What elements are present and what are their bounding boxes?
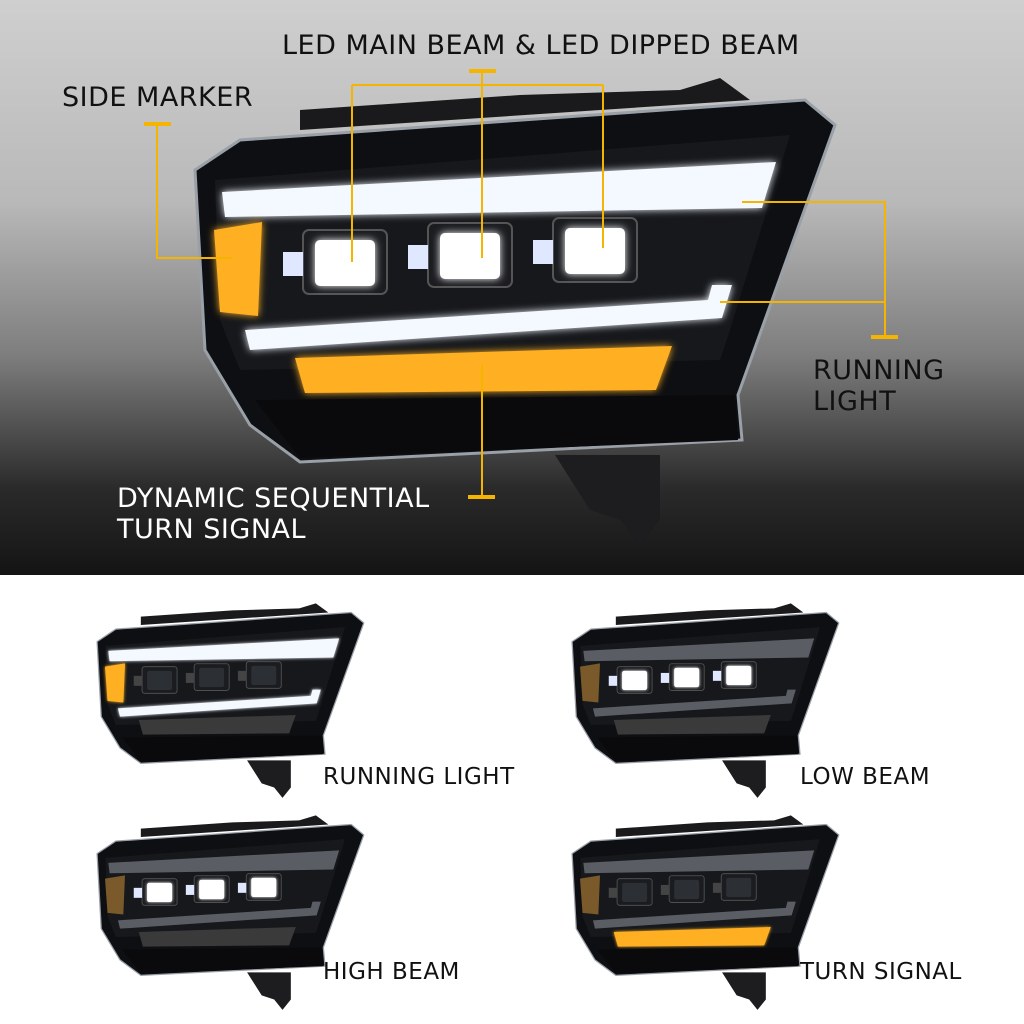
drl-lower-bar — [117, 901, 321, 929]
headlight-svg — [571, 603, 840, 798]
top-brackets — [615, 603, 804, 625]
lower-housing — [255, 395, 738, 458]
drl-upper-bar — [108, 638, 340, 662]
drl-upper-bar — [108, 850, 340, 874]
top-brackets — [300, 78, 750, 130]
running-light-leader — [720, 201, 886, 336]
mounting-bracket — [247, 972, 291, 1010]
headlight-svg — [193, 78, 837, 545]
drl-upper-bar — [583, 850, 815, 874]
running-light-line1: RUNNING — [813, 355, 945, 386]
drl-lower-bar — [245, 285, 732, 350]
projector-3 — [237, 661, 282, 689]
main-beam-leader — [351, 72, 604, 262]
headlight-svg — [96, 815, 365, 1010]
side-marker — [214, 222, 262, 316]
projector-1 — [283, 229, 388, 295]
side-marker — [580, 663, 600, 703]
projector-1 — [133, 878, 178, 906]
mode-label-low-beam: LOW BEAM — [800, 764, 931, 790]
turn-signal-line1: DYNAMIC SEQUENTIAL — [117, 483, 430, 514]
top-brackets — [140, 603, 329, 625]
projector-3 — [712, 661, 757, 689]
mode-label-turn-signal: TURN SIGNAL — [800, 959, 962, 985]
projector-1 — [608, 878, 653, 906]
projector-2 — [660, 875, 705, 903]
drl-lower-bar — [592, 901, 796, 929]
lower-housing — [122, 947, 324, 974]
side-marker — [580, 875, 600, 915]
drl-lower-bar — [592, 689, 796, 717]
thumb-high-beam — [95, 812, 370, 1012]
projector-1 — [608, 666, 653, 694]
mounting-bracket — [247, 760, 291, 798]
projector-3 — [712, 873, 757, 901]
running-light-line2: LIGHT — [813, 386, 897, 417]
turn-signal-strip — [613, 927, 771, 947]
projector-2 — [408, 222, 513, 288]
mounting-bracket — [555, 455, 660, 545]
turn-signal-strip — [295, 346, 672, 393]
drl-lower-bar — [117, 689, 321, 717]
drl-upper-bar — [583, 638, 815, 662]
projector-1 — [133, 666, 178, 694]
mode-label-high-beam: HIGH BEAM — [323, 959, 460, 985]
headlight-svg — [571, 815, 840, 1010]
thumb-low-beam — [570, 600, 845, 800]
projector-3 — [533, 217, 638, 283]
side-marker-leader — [156, 124, 232, 259]
turn-signal-strip — [138, 715, 296, 735]
mounting-bracket — [722, 760, 766, 798]
main-headlight-image — [190, 70, 850, 550]
top-brackets — [615, 815, 804, 837]
turn-signal-strip — [138, 927, 296, 947]
headlight-svg — [96, 603, 365, 798]
turn-signal-strip — [613, 715, 771, 735]
thumb-running-light — [95, 600, 370, 800]
leader-lines — [144, 69, 898, 499]
thumb-turn-signal — [570, 812, 845, 1012]
top-brackets — [140, 815, 329, 837]
projector-2 — [185, 875, 230, 903]
turn-signal-label: DYNAMIC SEQUENTIAL TURN SIGNAL — [117, 483, 430, 545]
mounting-bracket — [722, 972, 766, 1010]
running-light-label: RUNNING LIGHT — [813, 355, 945, 417]
side-marker-label: SIDE MARKER — [62, 82, 254, 113]
main-beam-label: LED MAIN BEAM & LED DIPPED BEAM — [282, 30, 800, 61]
mode-label-running-light: RUNNING LIGHT — [323, 764, 515, 790]
side-marker — [105, 875, 125, 915]
projector-3 — [237, 873, 282, 901]
projector-2 — [660, 663, 705, 691]
projector-2 — [185, 663, 230, 691]
drl-upper-bar — [222, 162, 776, 217]
lower-housing — [597, 735, 799, 762]
lower-housing — [122, 735, 324, 762]
lower-housing — [597, 947, 799, 974]
turn-signal-line2: TURN SIGNAL — [117, 514, 307, 545]
side-marker — [105, 663, 125, 703]
